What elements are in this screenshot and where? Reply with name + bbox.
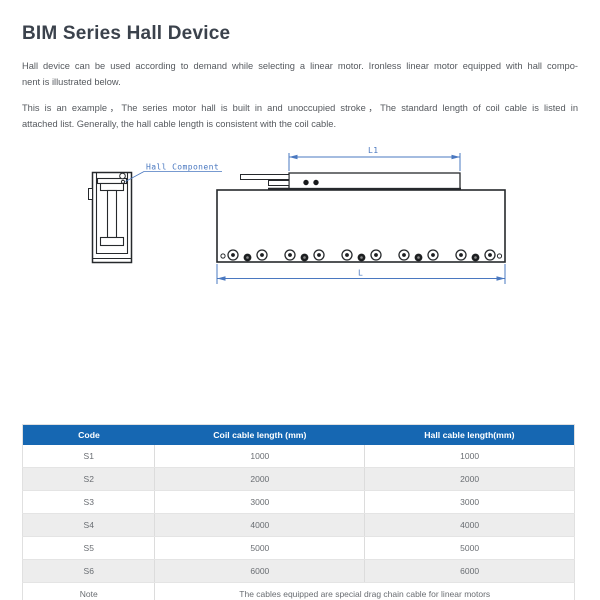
side-view xyxy=(216,172,506,263)
cable-length-table: Code Coil cable length (mm) Hall cable l… xyxy=(22,424,575,600)
dimension-L1-label: L1 xyxy=(368,146,378,155)
cell-hall: 3000 xyxy=(364,490,575,514)
cable-upper xyxy=(240,174,290,180)
note-label: Note xyxy=(22,582,156,600)
end-hole-right xyxy=(496,253,503,259)
coil-stem xyxy=(106,189,118,239)
cell-coil: 2000 xyxy=(154,467,366,491)
hall-component-label: Hall Component xyxy=(146,163,219,172)
cell-hall: 6000 xyxy=(364,559,575,583)
hole-group xyxy=(341,249,382,262)
example-paragraph-line1: This is an example，The series motor hall… xyxy=(22,103,578,114)
forcer-screw-left xyxy=(303,179,309,186)
page-title: BIM Series Hall Device xyxy=(22,22,231,44)
hall-component-sensor xyxy=(120,179,126,184)
cell-code: S6 xyxy=(22,559,156,583)
cross-section-view xyxy=(88,171,133,264)
cell-coil: 4000 xyxy=(154,513,366,537)
side-tab xyxy=(88,188,93,200)
table-note-row: Note The cables equipped are special dra… xyxy=(22,582,575,600)
hole-group xyxy=(455,249,496,262)
dimension-L-label: L xyxy=(358,269,363,278)
cell-code: S4 xyxy=(22,513,156,537)
inner-channel-wall xyxy=(95,173,129,255)
intro-paragraph-line2: nent is illustrated below. xyxy=(22,76,121,87)
example-paragraph-line2: attached list. Generally, the hall cable… xyxy=(22,118,337,129)
cable-lower xyxy=(268,180,290,186)
cell-coil: 1000 xyxy=(154,445,366,468)
arrow-right xyxy=(496,276,505,281)
table-row: S4 4000 4000 xyxy=(22,513,575,537)
forcer-screw-right xyxy=(313,179,319,186)
stator-outline xyxy=(216,189,506,263)
arrow-right xyxy=(451,154,460,160)
cell-code: S5 xyxy=(22,536,156,560)
header-hall-cable-length: Hall cable length(mm) xyxy=(364,424,575,445)
cell-coil: 5000 xyxy=(154,536,366,560)
cell-hall: 1000 xyxy=(364,445,575,468)
cell-hall: 4000 xyxy=(364,513,575,537)
table-row: S1 1000 1000 xyxy=(22,445,575,468)
dimension-L1: L1 xyxy=(288,146,461,171)
cell-code: S3 xyxy=(22,490,156,514)
leader-line xyxy=(125,171,145,182)
example-paragraph: This is an example，The series motor hall… xyxy=(22,101,578,132)
table-header-row: Code Coil cable length (mm) Hall cable l… xyxy=(22,424,575,445)
header-code: Code xyxy=(22,424,155,445)
arrow-left xyxy=(217,276,226,281)
dimension-L: L xyxy=(216,264,506,284)
cell-hall: 5000 xyxy=(364,536,575,560)
arrow-left xyxy=(289,154,298,160)
table-row: S3 3000 3000 xyxy=(22,490,575,514)
header-coil-cable-length: Coil cable length (mm) xyxy=(154,424,365,445)
cell-code: S1 xyxy=(22,445,156,468)
cell-coil: 3000 xyxy=(154,490,366,514)
cell-code: S2 xyxy=(22,467,156,491)
magnet-track-outline xyxy=(91,171,133,264)
hall-component-callout: Hall Component xyxy=(125,163,222,182)
hall-device-technical-drawing: Hall Component xyxy=(88,146,506,284)
end-hole-left xyxy=(220,253,226,259)
coil-bottom-flange xyxy=(99,236,125,247)
cell-hall: 2000 xyxy=(364,467,575,491)
note-text: The cables equipped are special drag cha… xyxy=(154,582,575,600)
table-row: S6 6000 6000 xyxy=(22,559,575,583)
coil-top-flange xyxy=(99,182,125,192)
mounting-holes xyxy=(220,249,503,262)
hole-group xyxy=(227,249,268,262)
intro-paragraph-line1: Hall device can be used according to dem… xyxy=(22,61,578,72)
table-row: S2 2000 2000 xyxy=(22,467,575,491)
table-row: S5 5000 5000 xyxy=(22,536,575,560)
cell-coil: 6000 xyxy=(154,559,366,583)
hole-group xyxy=(284,249,325,262)
hall-component-body xyxy=(119,172,126,180)
intro-paragraph: Hall device can be used according to dem… xyxy=(22,59,578,90)
hole-group xyxy=(398,249,439,262)
